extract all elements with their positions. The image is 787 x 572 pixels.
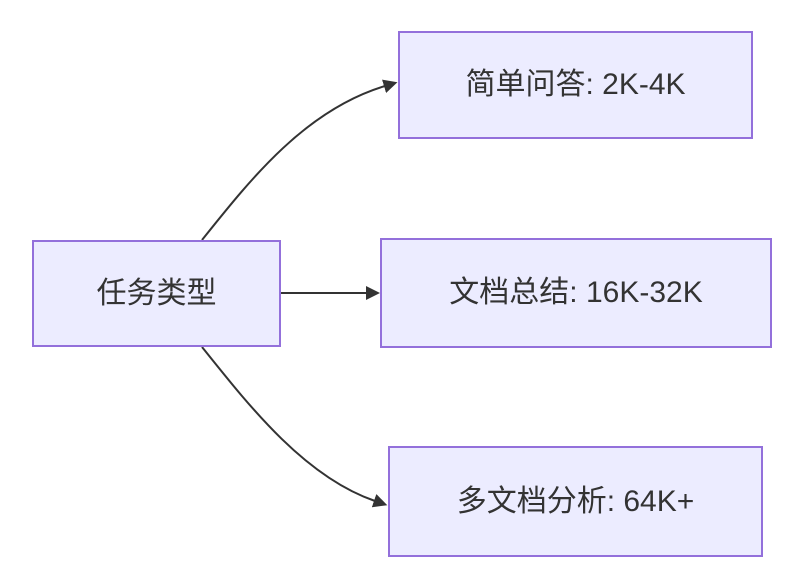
node-doc-summary-label: 文档总结: 16K-32K	[449, 276, 703, 309]
node-doc-summary: 文档总结: 16K-32K	[380, 238, 772, 348]
node-multi-doc-analysis: 多文档分析: 64K+	[388, 446, 763, 557]
node-simple-qa: 简单问答: 2K-4K	[398, 31, 753, 139]
node-multi-doc-analysis-label: 多文档分析: 64K+	[456, 484, 695, 518]
edge-task-to-multi-doc	[201, 346, 388, 508]
node-simple-qa-label: 简单问答: 2K-4K	[465, 68, 686, 101]
node-task-type-label: 任务类型	[96, 276, 217, 310]
edge-task-to-simple-qa	[201, 79, 398, 241]
node-task-type: 任务类型	[32, 240, 281, 347]
